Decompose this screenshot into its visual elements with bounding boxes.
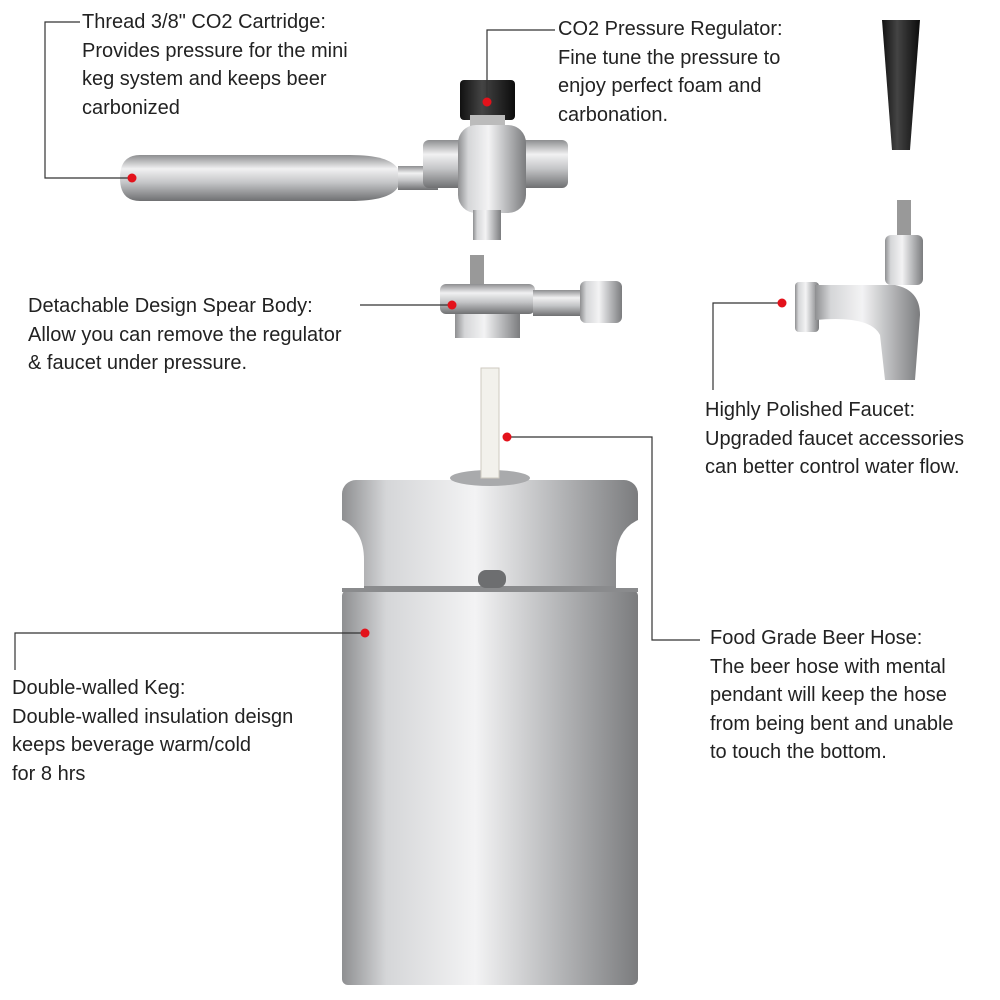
callout-line: keeps beverage warm/cold — [12, 734, 252, 756]
callout-line: from being bent and unable — [710, 712, 954, 735]
keg-illustration — [342, 470, 638, 985]
callout-line: keg system and keeps beer — [82, 68, 327, 90]
callout-title: Thread 3/8" CO2 Cartridge: — [82, 11, 326, 33]
callout-dots — [127, 97, 787, 638]
faucet-illustration — [795, 200, 923, 380]
callout-line: Double-walled insulation deisgn — [12, 705, 294, 728]
callout-keg: Double-walled Keg: Double-walled insulat… — [12, 674, 293, 788]
callout-lines — [14, 21, 782, 670]
callout-title: Highly Polished Faucet: — [705, 399, 916, 421]
callout-title: Food Grade Beer Hose: — [710, 627, 923, 649]
callout-faucet: Highly Polished Faucet: Upgraded faucet … — [705, 396, 964, 482]
callout-line: can better control water flow. — [705, 456, 960, 478]
callout-line: pendant will keep the hose — [710, 684, 947, 706]
hose-dot — [502, 432, 512, 442]
callout-line: for 8 hrs — [12, 762, 86, 785]
callout-hose: Food Grade Beer Hose: The beer hose with… — [710, 624, 954, 767]
regulator-dot — [482, 97, 492, 107]
callout-line: Upgraded faucet accessories — [705, 427, 965, 450]
callout-line: to touch the bottom. — [710, 741, 887, 763]
callout-title: Detachable Design Spear Body: — [28, 295, 313, 317]
callout-line: Fine tune the pressure to — [558, 46, 781, 69]
callout-cartridge: Thread 3/8" CO2 Cartridge: Provides pres… — [82, 8, 348, 122]
callout-regulator: CO2 Pressure Regulator: Fine tune the pr… — [558, 15, 783, 129]
callout-title: CO2 Pressure Regulator: — [558, 18, 783, 40]
callout-line: enjoy perfect foam and — [558, 75, 762, 97]
callout-line: Provides pressure for the mini — [82, 39, 348, 62]
faucet-dot — [777, 298, 787, 308]
spear-body-illustration — [440, 255, 622, 338]
callout-line: carbonation. — [558, 103, 669, 126]
tap-handle-illustration — [882, 20, 920, 150]
callout-spear: Detachable Design Spear Body: Allow you … — [28, 292, 342, 378]
cartridge-dot — [127, 173, 137, 183]
callout-line: The beer hose with mental — [710, 655, 946, 678]
callout-line: carbonized — [82, 96, 180, 119]
co2-cartridge-illustration — [120, 155, 438, 201]
beer-hose-illustration — [480, 367, 500, 479]
keg-dot — [360, 628, 370, 638]
callout-line: Allow you can remove the regulator — [28, 323, 342, 346]
regulator-illustration — [423, 80, 568, 240]
callout-title: Double-walled Keg: — [12, 677, 186, 699]
callout-line: & faucet under pressure. — [28, 352, 248, 374]
spear-dot — [447, 300, 457, 310]
